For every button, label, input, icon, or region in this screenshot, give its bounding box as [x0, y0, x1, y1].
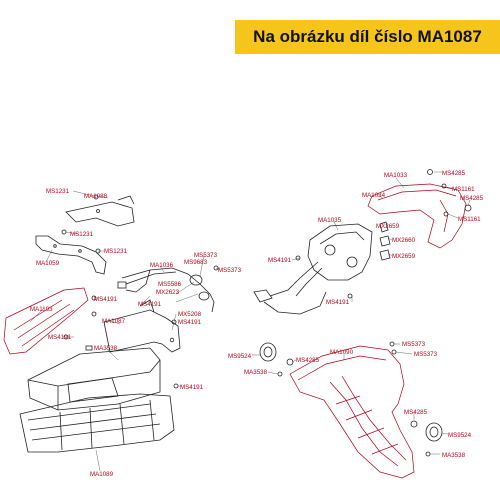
- label-ms5373: MS5373: [402, 341, 426, 348]
- label-ms4191: MS4191: [138, 301, 162, 308]
- label-ms4285: MS4285: [460, 195, 484, 202]
- label-ms9524: MS9524: [228, 353, 252, 360]
- label-ms4191: MS4191: [94, 296, 118, 303]
- label-ms9683: MS9683: [184, 259, 208, 266]
- label-ma1033: MA1033: [384, 172, 408, 179]
- rear-fender-ma1090: [289, 345, 415, 479]
- label-ms1231: MS1231: [70, 231, 94, 238]
- label-ms1231: MS1231: [104, 248, 128, 255]
- reflector-ms9524-right: [425, 422, 443, 442]
- bracket-ma1088: [65, 195, 135, 227]
- license-plate-bracket-ma1089: [19, 393, 175, 453]
- label-ma1035: MA1035: [318, 217, 342, 224]
- screws-right-top: [213, 169, 472, 299]
- label-ms5373: MS5373: [194, 252, 218, 259]
- label-ma1087: MA1087: [102, 318, 126, 325]
- label-ma1089: MA1089: [90, 471, 114, 478]
- label-mx2623: MX2623: [156, 289, 180, 296]
- label-ma1088: MA1088: [84, 193, 108, 200]
- label-ms4191: MS4191: [326, 299, 350, 306]
- tail-light-housing-ma1035: [253, 223, 373, 315]
- label-ma1059: MA1059: [36, 260, 60, 267]
- reflector-ma1193: [3, 287, 89, 355]
- label-ms1161: MS1161: [452, 186, 475, 193]
- label-ms5373: MS5373: [414, 351, 438, 358]
- label-ma1193: MA1193: [30, 306, 53, 313]
- banner-text: Na obrázku díl číslo MA1087: [253, 27, 482, 46]
- label-ms4191: MS4191: [48, 334, 72, 341]
- bracket-ma1059: [35, 235, 107, 275]
- leader-lines: [29, 171, 471, 472]
- screws-right-bottom: [277, 341, 431, 457]
- controller-box-ma3538: [27, 345, 161, 411]
- reflector-ms9524-left: [259, 342, 277, 362]
- label-ms1231: MS1231: [46, 188, 70, 195]
- wiring-harness-ma1036: [117, 267, 215, 313]
- part-number-banner: Na obrázku díl číslo MA1087: [235, 20, 500, 54]
- label-ma3538: MA3538: [442, 452, 466, 459]
- label-ms5373: MS5373: [218, 267, 242, 274]
- label-ms4191: MS4191: [178, 319, 202, 326]
- label-ma1090: MA1090: [330, 349, 354, 356]
- label-ma1036: MA1036: [150, 262, 174, 269]
- label-ms1161: MS1161: [458, 216, 481, 223]
- label-ma1034: MA1034: [362, 192, 386, 199]
- part-labels: MS1231 MA1088 MS1231 MS1231 MA1059 MA119…: [30, 170, 484, 478]
- label-ms4285: MS4285: [404, 409, 428, 416]
- label-ms9524: MS9524: [448, 432, 472, 439]
- bracket-ma1087: [103, 299, 181, 353]
- label-ma3538: MA3538: [94, 345, 118, 352]
- label-ms4191: MS4191: [180, 384, 204, 391]
- label-mx2659: MX2659: [392, 253, 416, 260]
- bulbs-mx2659: [379, 221, 391, 261]
- label-mx5208: MX5208: [178, 311, 202, 318]
- label-ms4285: MS4285: [442, 170, 466, 177]
- label-ms4191: MS4191: [268, 257, 292, 264]
- label-mx2659: MX2659: [376, 223, 400, 230]
- label-ms4285: MS4285: [296, 357, 320, 364]
- label-ms5586: MS5586: [158, 281, 182, 288]
- label-ma3538: MA3538: [244, 369, 268, 376]
- label-mx2660: MX2660: [392, 237, 416, 244]
